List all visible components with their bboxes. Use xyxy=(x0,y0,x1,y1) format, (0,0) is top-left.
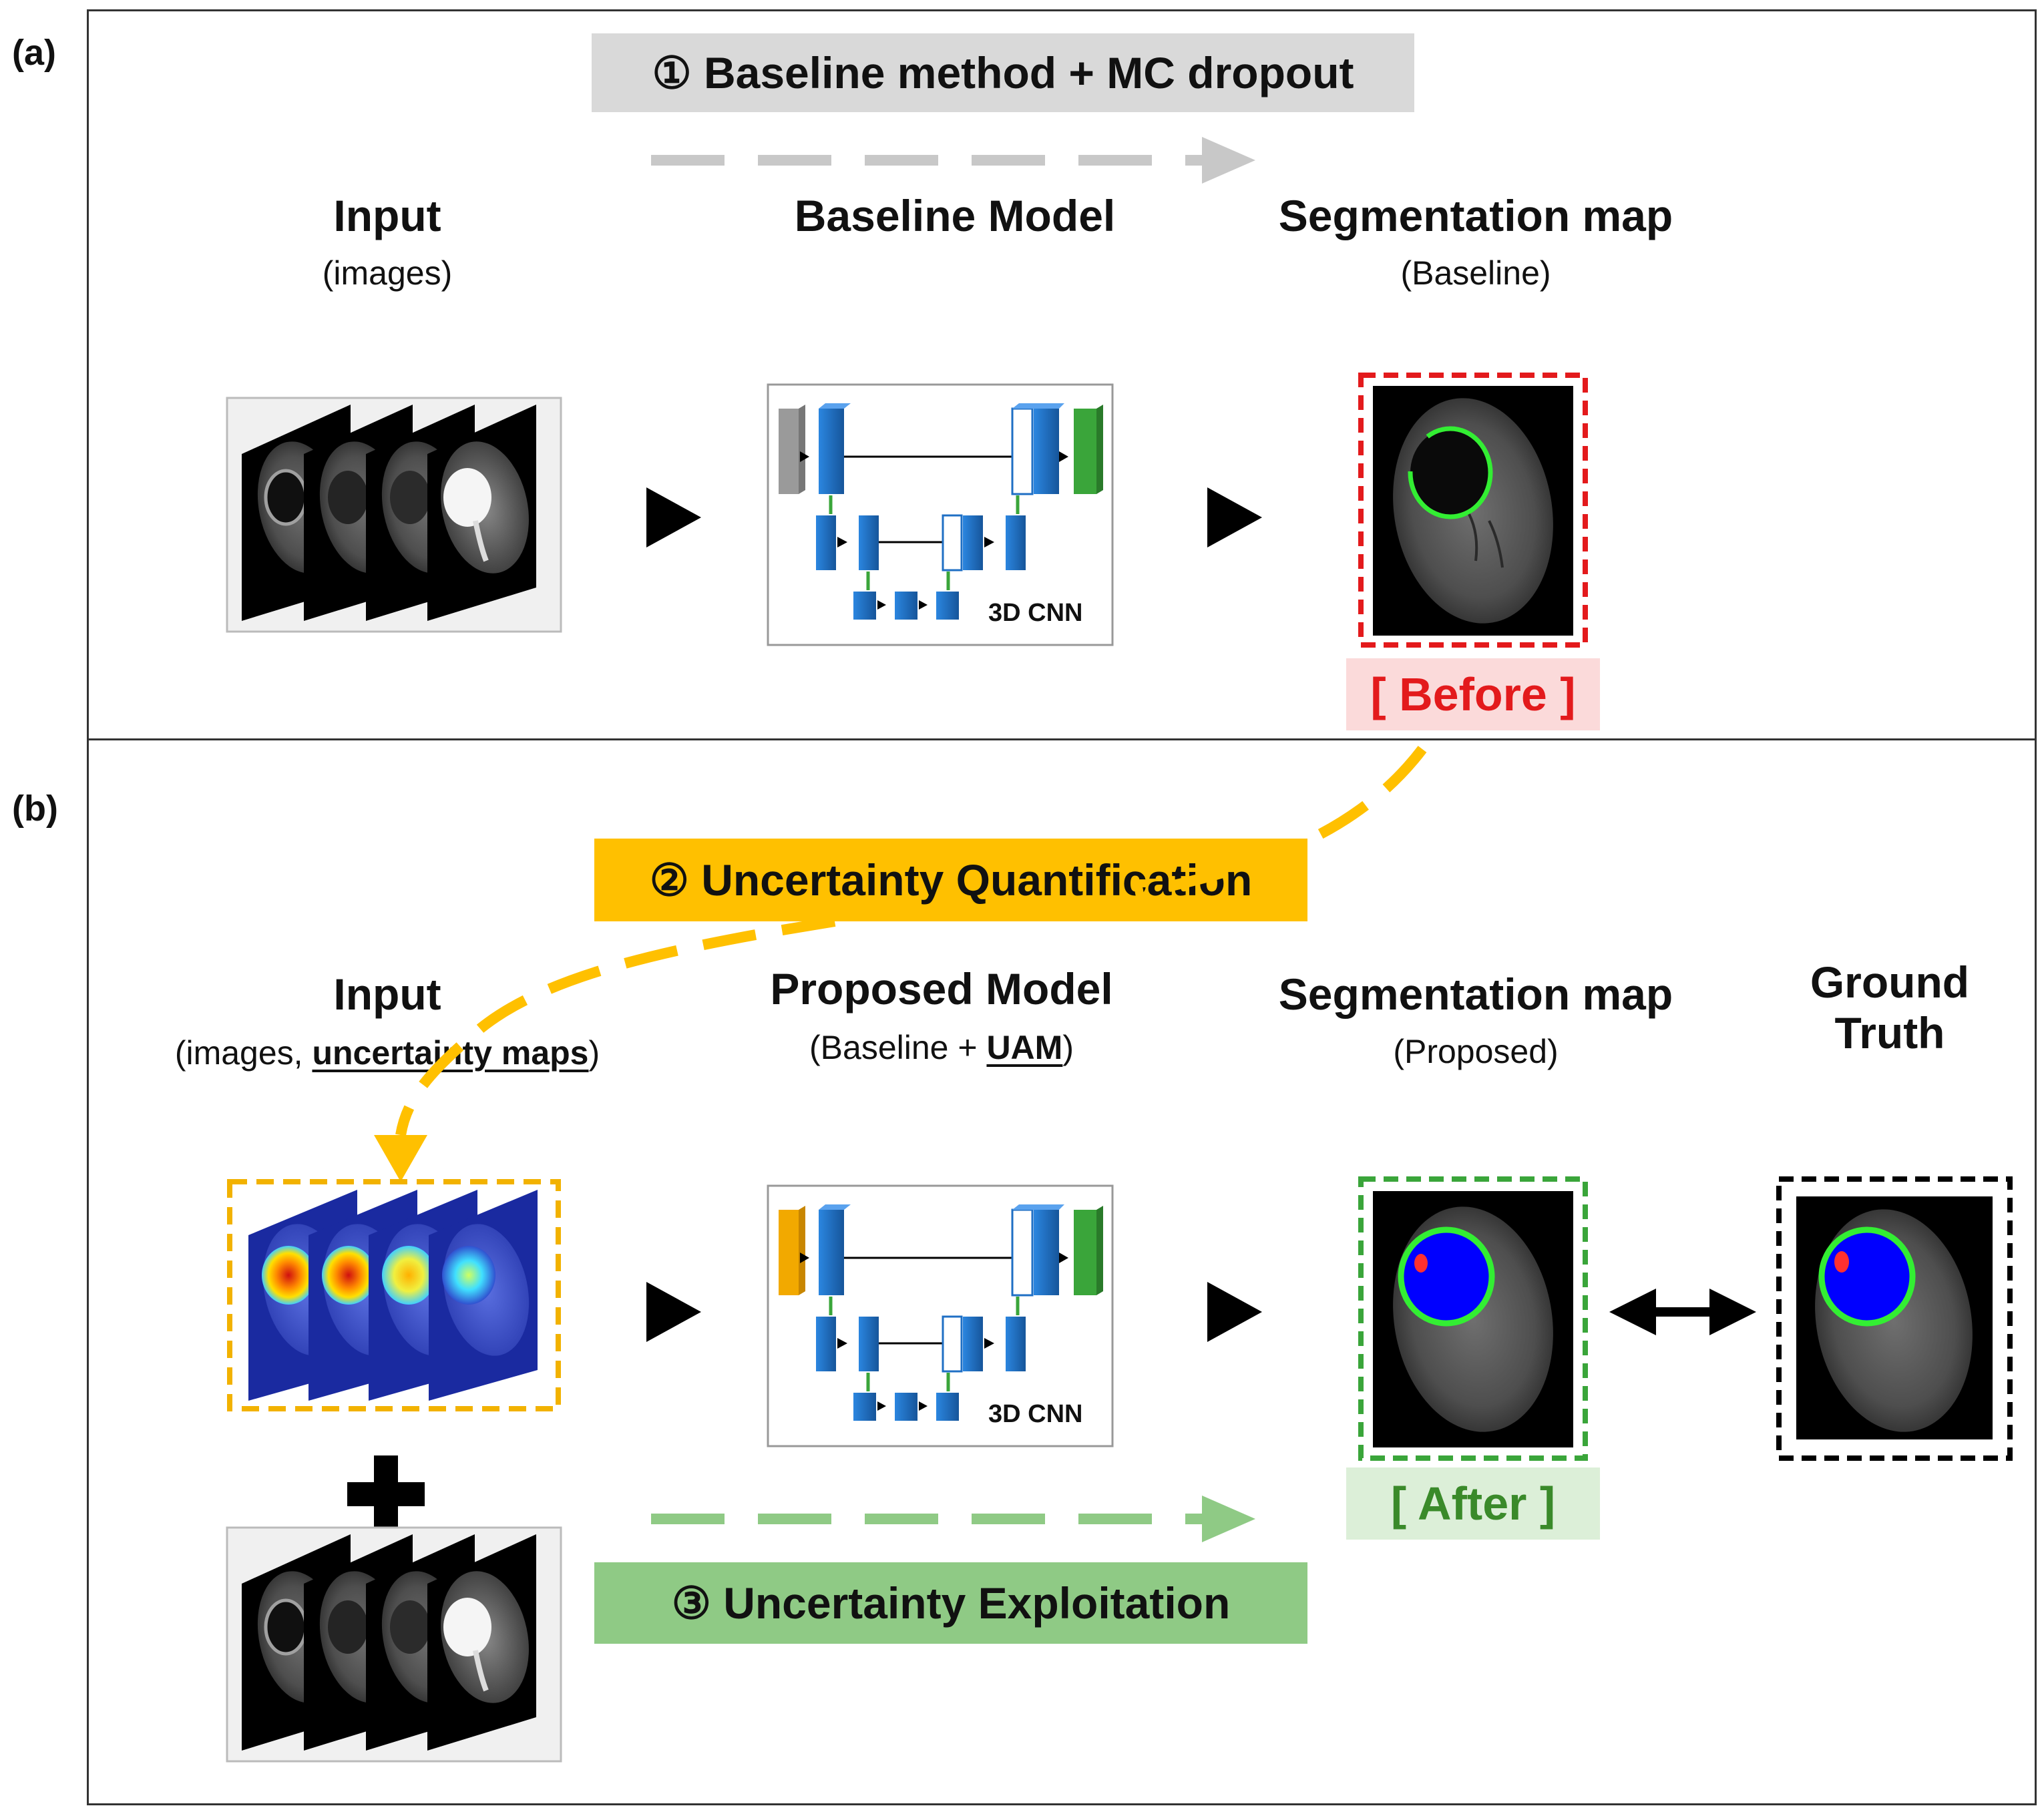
ground-truth-title-line1: Ground xyxy=(1810,957,1970,1007)
panel-a-segmentation-map xyxy=(1358,373,1588,648)
ground-truth-title-line2: Truth xyxy=(1834,1007,1945,1058)
panel-b-input-image-stack xyxy=(226,1526,562,1763)
panel-b-seg-subtitle: (Proposed) xyxy=(1393,1033,1559,1070)
uam-emphasis: UAM xyxy=(986,1029,1063,1066)
step3-banner: ③ Uncertainty Exploitation xyxy=(594,1562,1307,1644)
panel-a-arrow-2-icon xyxy=(1207,487,1262,547)
panel-b-input-sub-prefix: (images, xyxy=(174,1034,313,1072)
panel-a-3d-cnn-diagram: 3D CNN xyxy=(767,383,1114,646)
after-tag-label: [ After ] xyxy=(1390,1478,1556,1530)
double-headed-arrow-icon xyxy=(1609,1289,1756,1335)
panel-a-arrow-1-icon xyxy=(646,487,701,547)
panel-a-input-title: Input xyxy=(333,191,441,240)
panel-b-segmentation-map xyxy=(1358,1176,1588,1461)
panel-a-seg-title: Segmentation map xyxy=(1278,191,1673,240)
panel-b-model-sub-prefix: (Baseline + xyxy=(809,1029,987,1066)
panel-a-seg-subtitle: (Baseline) xyxy=(1400,254,1551,292)
panel-b-cnn-label: 3D CNN xyxy=(988,1400,1082,1428)
panel-a-model-title: Baseline Model xyxy=(794,191,1116,240)
step1-dashed-arrow xyxy=(651,137,1255,184)
step3-label: ③ Uncertainty Exploitation xyxy=(671,1578,1231,1628)
panel-a-label: (a) xyxy=(12,33,56,73)
panel-b-model-subtitle: (Baseline + UAM) xyxy=(741,1028,1142,1067)
step2-dashed-curve xyxy=(374,746,1427,1182)
panel-b-input-sub-suffix: ) xyxy=(588,1034,600,1072)
before-tag: [ Before ] xyxy=(1346,658,1600,730)
ground-truth-map xyxy=(1776,1176,2013,1461)
panel-b-arrow-1-icon xyxy=(646,1282,701,1342)
panel-a-cnn-label: 3D CNN xyxy=(988,599,1082,627)
before-tag-label: [ Before ] xyxy=(1370,668,1576,720)
after-tag: [ After ] xyxy=(1346,1467,1600,1540)
ground-truth-title: Ground Truth xyxy=(1756,957,2023,1059)
panel-b-input-title: Input xyxy=(333,969,441,1019)
panel-b-input-subtitle: (images, uncertainty maps) xyxy=(127,1034,648,1072)
panel-b-3d-cnn-diagram: 3D CNN xyxy=(767,1184,1114,1447)
step2-label: ② Uncertainty Quantification xyxy=(649,855,1253,905)
plus-icon xyxy=(347,1455,425,1533)
panel-b-uncertainty-map-stack xyxy=(227,1179,561,1411)
step3-dashed-arrow xyxy=(651,1496,1255,1542)
panel-b-model-title: Proposed Model xyxy=(770,964,1113,1013)
panel-b-label: (b) xyxy=(12,788,58,829)
step1-banner: ① Baseline method + MC dropout xyxy=(592,33,1414,112)
panel-a-input-image-stack xyxy=(226,397,562,633)
panel-b-model-sub-suffix: ) xyxy=(1062,1029,1074,1066)
panel-b-arrow-2-icon xyxy=(1207,1282,1262,1342)
step1-label: ① Baseline method + MC dropout xyxy=(652,47,1354,97)
panel-a-input-subtitle: (images) xyxy=(322,254,453,292)
panel-b-seg-title: Segmentation map xyxy=(1278,969,1673,1019)
